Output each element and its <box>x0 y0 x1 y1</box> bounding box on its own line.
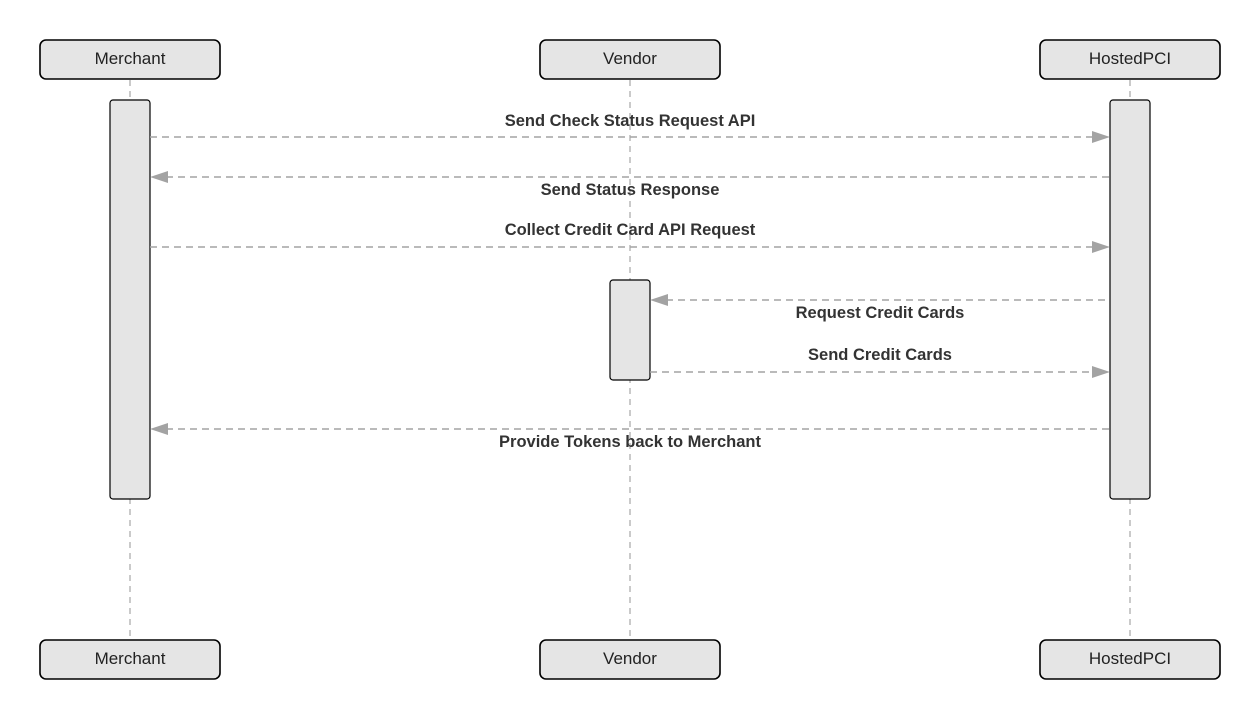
actor-hostedpci-top-label: HostedPCI <box>1089 49 1171 68</box>
message-label: Provide Tokens back to Merchant <box>499 433 761 451</box>
message-status-response: Send Status Response <box>150 171 1110 199</box>
actor-vendor-top: Vendor <box>539 39 721 80</box>
activation-hostedpci <box>1109 99 1151 500</box>
message-label: Request Credit Cards <box>796 304 965 322</box>
actor-hostedpci-top: HostedPCI <box>1039 39 1221 80</box>
actor-merchant-bottom-label: Merchant <box>95 649 166 668</box>
actor-vendor-bottom-label: Vendor <box>603 649 657 668</box>
actor-vendor-bottom: Vendor <box>539 639 721 680</box>
actor-merchant-top-label: Merchant <box>95 49 166 68</box>
activation-vendor <box>609 279 651 381</box>
actor-hostedpci-bottom: HostedPCI <box>1039 639 1221 680</box>
actor-vendor-top-label: Vendor <box>603 49 657 68</box>
actor-merchant-top: Merchant <box>39 39 221 80</box>
message-provide-tokens: Provide Tokens back to Merchant <box>150 423 1110 451</box>
message-label: Collect Credit Card API Request <box>505 221 756 239</box>
arrow-left-icon <box>150 423 168 435</box>
message-label: Send Check Status Request API <box>505 112 756 130</box>
arrow-right-icon <box>1092 241 1110 253</box>
message-check-status-request: Send Check Status Request API <box>150 112 1110 143</box>
activation-merchant <box>109 99 151 500</box>
arrow-left-icon <box>650 294 668 306</box>
message-send-credit-cards: Send Credit Cards <box>650 346 1110 378</box>
actor-hostedpci-bottom-label: HostedPCI <box>1089 649 1171 668</box>
message-label: Send Credit Cards <box>808 346 952 364</box>
actor-merchant-bottom: Merchant <box>39 639 221 680</box>
message-collect-credit-card-request: Collect Credit Card API Request <box>150 221 1110 253</box>
message-label: Send Status Response <box>541 181 720 199</box>
arrow-left-icon <box>150 171 168 183</box>
arrow-right-icon <box>1092 131 1110 143</box>
message-request-credit-cards: Request Credit Cards <box>650 294 1110 322</box>
arrow-right-icon <box>1092 366 1110 378</box>
